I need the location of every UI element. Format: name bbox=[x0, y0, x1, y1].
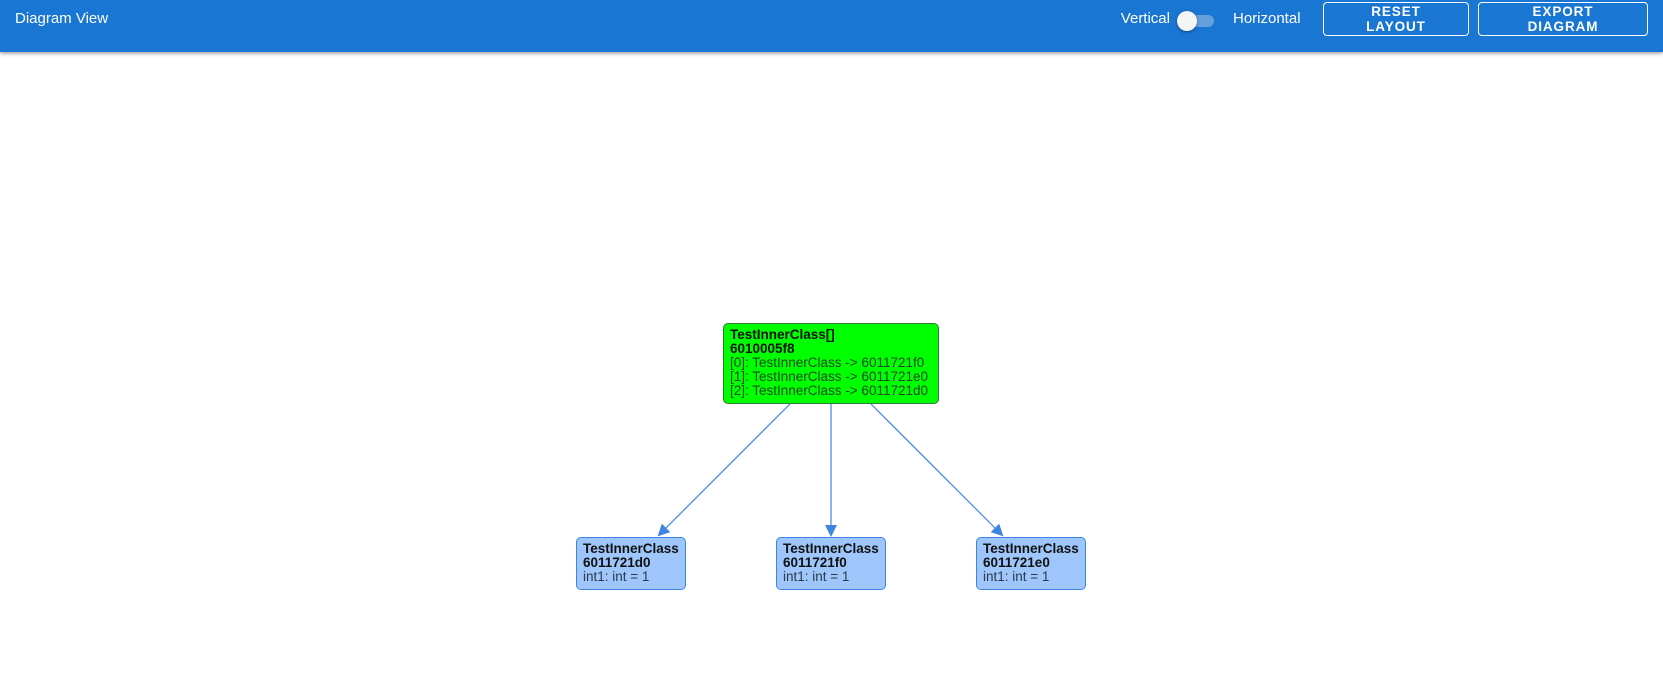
node-title: TestInnerClass bbox=[583, 541, 679, 556]
node-address: 6010005f8 bbox=[730, 341, 795, 356]
page-title: Diagram View bbox=[15, 10, 109, 27]
orientation-horizontal-label: Horizontal bbox=[1233, 10, 1301, 27]
node-address: 6011721e0 bbox=[983, 555, 1050, 570]
node-field: int1: int = 1 bbox=[983, 569, 1050, 584]
export-diagram-button[interactable]: EXPORT DIAGRAM bbox=[1478, 2, 1648, 36]
node-field: [1]: TestInnerClass -> 6011721e0 bbox=[730, 369, 929, 384]
toggle-thumb[interactable] bbox=[1177, 11, 1197, 31]
node-title: TestInnerClass bbox=[783, 541, 879, 556]
node-title: TestInnerClass[] bbox=[730, 327, 835, 342]
node-address: 6011721d0 bbox=[583, 555, 651, 570]
node-field: [0]: TestInnerClass -> 6011721f0 bbox=[730, 355, 925, 370]
node-address: 6011721f0 bbox=[783, 555, 847, 570]
root-array-node[interactable]: TestInnerClass[] 6010005f8 [0]: TestInne… bbox=[723, 323, 939, 404]
reset-layout-button[interactable]: RESET LAYOUT bbox=[1323, 2, 1469, 36]
node-field: int1: int = 1 bbox=[783, 569, 850, 584]
child-node-6011721f0[interactable]: TestInnerClass 6011721f0 int1: int = 1 bbox=[776, 537, 886, 590]
child-node-6011721d0[interactable]: TestInnerClass 6011721d0 int1: int = 1 bbox=[576, 537, 686, 590]
orientation-toggle[interactable] bbox=[1174, 9, 1218, 31]
orientation-vertical-label: Vertical bbox=[1120, 10, 1170, 27]
node-field: int1: int = 1 bbox=[583, 569, 650, 584]
child-node-6011721e0[interactable]: TestInnerClass 6011721e0 int1: int = 1 bbox=[976, 537, 1086, 590]
top-toolbar: Diagram View Vertical Horizontal RESET L… bbox=[0, 0, 1663, 52]
node-title: TestInnerClass bbox=[983, 541, 1079, 556]
node-field: [2]: TestInnerClass -> 6011721d0 bbox=[730, 383, 929, 398]
